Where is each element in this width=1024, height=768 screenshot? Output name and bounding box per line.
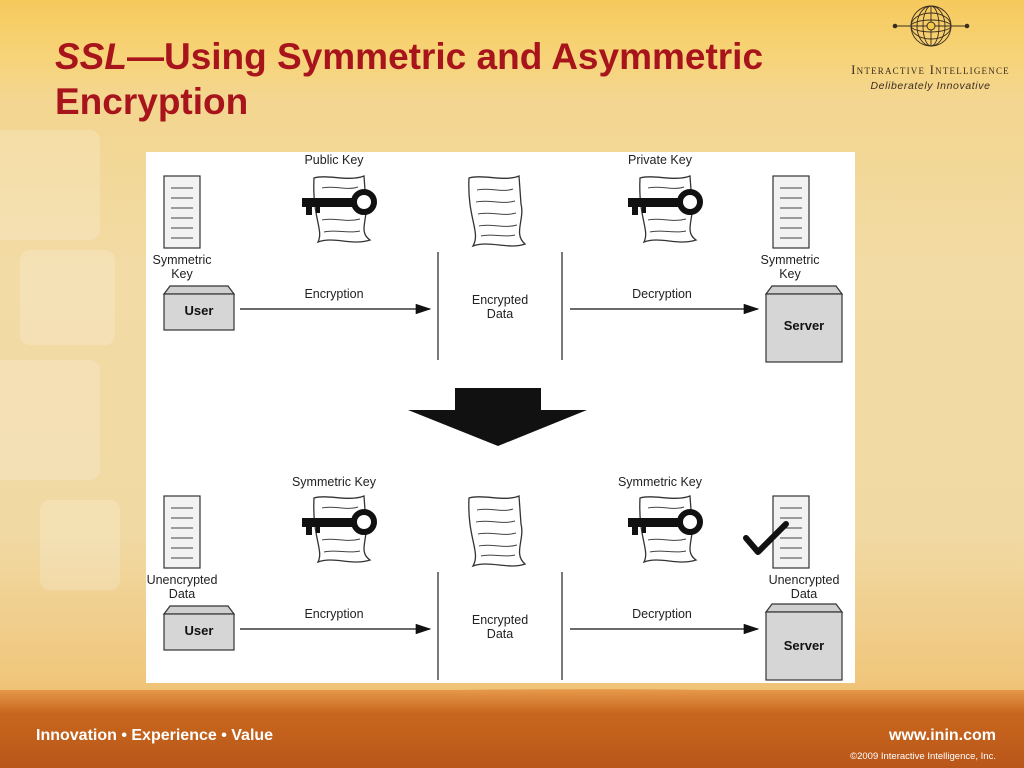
server-symmetric-key-label-line1: Symmetric [760, 253, 819, 267]
public-key-label: Public Key [304, 153, 364, 167]
background-decoration [20, 250, 115, 345]
footer-url: www.inin.com [889, 727, 996, 744]
user-box-label: User [185, 303, 214, 318]
logo-company-name: Interactive Intelligence [851, 62, 1010, 77]
user-symmetric-key-label-line2: Key [171, 267, 193, 281]
user-box-label: User [185, 623, 214, 638]
server-box-label: Server [784, 318, 824, 333]
footer-band [0, 690, 1024, 768]
background-decoration [0, 360, 100, 480]
user-document-icon [163, 175, 201, 249]
server-unencrypted-label-line1: Unencrypted [769, 573, 840, 587]
server-document-icon [772, 175, 810, 249]
private-key-label: Private Key [628, 153, 693, 167]
encrypted-scroll-icon [468, 495, 526, 567]
encrypted-data-label-line2: Data [487, 627, 513, 641]
decryption-label: Decryption [632, 287, 692, 301]
user-document-icon [163, 495, 201, 569]
symmetric-key-icon [628, 496, 700, 562]
server-symmetric-key-label-line2: Key [779, 267, 801, 281]
header-band [0, 0, 1024, 105]
ssl-diagram: Public Key Private Key Symmetric Key Sym… [146, 152, 855, 683]
encrypted-data-label-line2: Data [487, 307, 513, 321]
right-symmetric-key-label: Symmetric Key [618, 475, 703, 489]
logo-tagline: Deliberately Innovative [870, 80, 991, 92]
slide-title: SSL—Using Symmetric and Asymmetric Encry… [55, 34, 835, 124]
footer-copyright: ©2009 Interactive Intelligence, Inc. [850, 751, 996, 762]
company-logo: Interactive Intelligence Deliberately In… [843, 4, 1018, 98]
user-symmetric-key-label-line1: Symmetric [152, 253, 211, 267]
slide-title-text: —Using Symmetric and Asymmetric Encrypti… [55, 36, 764, 122]
logo-mark-icon [892, 5, 970, 47]
left-symmetric-key-label: Symmetric Key [292, 475, 377, 489]
background-decoration [0, 130, 100, 240]
server-unencrypted-label-line2: Data [791, 587, 817, 601]
private-key-icon [628, 176, 700, 242]
encryption-label: Encryption [304, 287, 363, 301]
decryption-label: Decryption [632, 607, 692, 621]
public-key-icon [302, 176, 374, 242]
encrypted-data-label-line1: Encrypted [472, 293, 528, 307]
symmetric-key-icon [302, 496, 374, 562]
ssl-diagram-canvas: Public Key Private Key Symmetric Key Sym… [147, 153, 843, 681]
checkmark-icon [743, 521, 789, 555]
user-unencrypted-label-line2: Data [169, 587, 195, 601]
encrypted-scroll-icon [468, 175, 526, 247]
transition-down-arrow-icon [408, 388, 587, 446]
server-box-label: Server [784, 638, 824, 653]
user-unencrypted-label-line1: Unencrypted [147, 573, 218, 587]
background-decoration [40, 500, 120, 590]
slide-title-ssl: SSL [55, 36, 127, 77]
encrypted-data-label-line1: Encrypted [472, 613, 528, 627]
footer-tagline: Innovation • Experience • Value [36, 727, 274, 744]
encryption-label: Encryption [304, 607, 363, 621]
